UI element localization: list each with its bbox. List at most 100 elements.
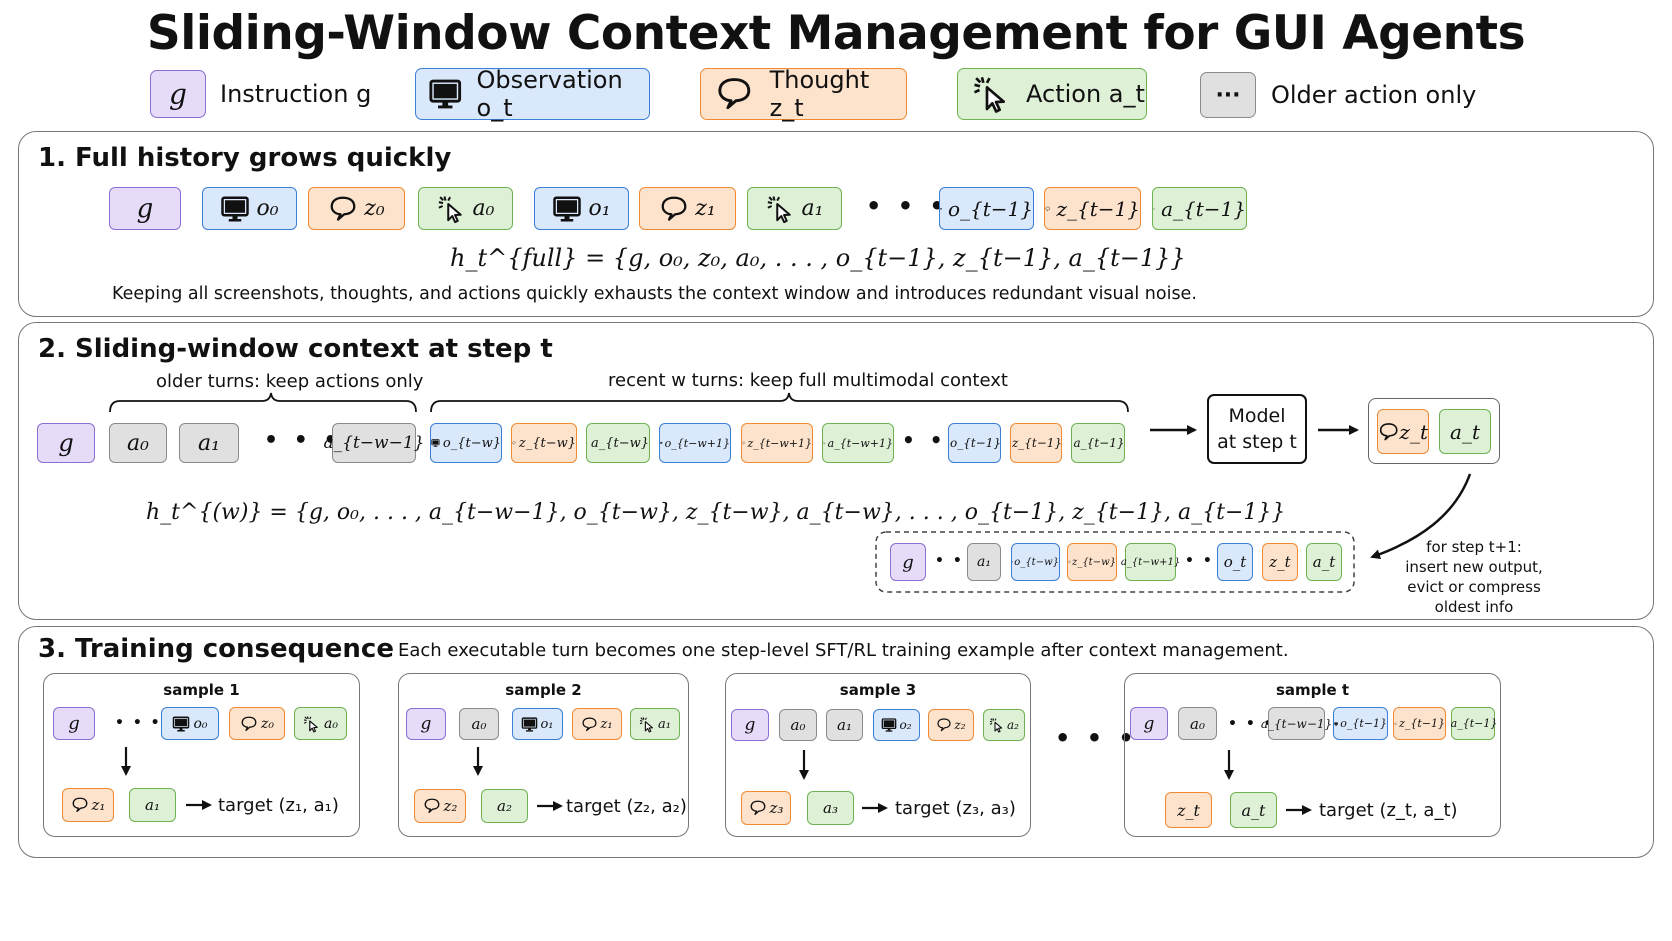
s3-1-o0: o₀ [161,707,219,740]
s3-2-target: target (z₂, a₂) [566,796,687,817]
next-token-a1: a₁ [967,543,1001,581]
s3-2-g: g [406,708,446,740]
thought-bubble-icon [1068,555,1071,569]
monitor-icon [881,717,897,733]
monitor-icon [431,433,440,453]
s3-t-zt-1: z_{t−1} [1393,707,1446,740]
thought-bubble-icon [71,796,89,814]
s3-t-out-z: z_t [1165,792,1212,828]
next-token-ot-w: o_{t−w} [1011,543,1060,581]
s3-caption: Each executable turn becomes one step-le… [398,640,1289,661]
s1-token-z1: z₁ [639,187,736,230]
s3-3-z2: z₂ [928,709,974,741]
legend-older-swatch: ··· [1200,72,1256,118]
s3-2-a0: a₀ [459,708,499,740]
s3-3-o2: o₂ [873,709,920,741]
legend-older-label: Older action only [1271,81,1477,109]
s1-token-z0: z₀ [308,187,405,230]
s1-ellipsis: • • • [866,192,949,220]
s3-1-z0: z₀ [229,707,285,740]
thought-bubble-icon [423,797,441,815]
s2-older-label: older turns: keep actions only [156,371,424,392]
sample-2-card: sample 2 [398,673,689,837]
s3-2-a1: a₁ [630,708,680,740]
sample-t-card: sample t [1124,673,1501,837]
s3-1-a0: a₀ [294,707,347,740]
s3-3-a0: a₀ [779,709,817,741]
s3-ellipsis: • • • [1055,724,1138,752]
section-sliding-window [18,322,1654,620]
monitor-icon [172,715,190,733]
s2-token-at-w1: a_{t−w+1} [822,423,894,463]
section1-title: 1. Full history grows quickly [38,143,452,173]
s2-token-zt-w: z_{t−w} [511,423,577,463]
s2-older-ellipsis: • • • [264,428,342,453]
monitor-icon [660,434,663,452]
sample-1-title: sample 1 [163,681,240,699]
sample-2-title: sample 2 [505,681,582,699]
s2-token-a0: a₀ [109,423,167,463]
s3-2-o1: o₁ [512,708,563,740]
monitor-icon [521,716,538,733]
s3-t-ellipsis: • • • [1228,716,1275,732]
s1-token-a0: a₀ [418,187,513,230]
thought-bubble-icon [749,799,767,817]
s3-1-ellipsis: • • • [115,715,162,731]
s3-2-out-a: a₂ [481,789,528,823]
thought-bubble-icon [240,715,258,733]
legend-thought-label: Thought z_t [769,66,870,122]
next-token-ot: o_t [1217,543,1253,581]
thought-bubble-icon [936,717,952,733]
s3-t-at-w-1: a_{t−w−1} [1261,707,1332,740]
s3-t-out-a: a_t [1230,792,1277,828]
legend-instruction-swatch: g [150,70,206,118]
s3-2-out-z: z₂ [414,789,466,823]
sample-t-title: sample t [1275,681,1350,699]
s2-token-at-1: a_{t−1} [1071,423,1125,463]
legend-action-swatch: Action a_t [957,68,1147,120]
s1-token-at-1: a_{t−1} [1152,187,1247,230]
s3-1-out-a: a₁ [129,788,176,822]
s2-recent-label: recent w turns: keep full multimodal con… [608,370,1008,391]
section2-title: 2. Sliding-window context at step t [38,334,553,364]
model-output-box [1368,398,1500,464]
s2-token-zt-1: z_{t−1} [1010,423,1062,463]
section3-title: 3. Training consequence [38,634,394,664]
s3-t-a0: a₀ [1178,707,1217,740]
s3-3-g: g [731,709,769,741]
cursor-click-icon [823,434,826,452]
next-token-zt-w: z_{t−w} [1067,543,1117,581]
s2-token-at-w: a_{t−w} [586,423,650,463]
next-token-at-w1: a_{t−w+1} [1121,543,1180,581]
cursor-click-icon [639,716,656,733]
cursor-click-icon [989,717,1005,733]
s2-token-at-w-1: a_{t−w−1} [324,423,424,463]
s1-caption: Keeping all screenshots, thoughts, and a… [112,284,1197,304]
monitor-icon [1012,555,1013,569]
legend-observation-swatch: Observation o_t [415,66,650,122]
s3-1-target: target (z₁, a₁) [218,795,339,816]
next-token-at: a_t [1306,543,1342,581]
thought-bubble-icon [1378,420,1399,444]
cursor-click-icon [303,715,321,733]
legend-instruction-label: Instruction g [220,80,372,108]
sample-3-card: sample 3 [725,673,1031,837]
thought-bubble-icon [742,434,745,452]
s3-t-ot-1: o_{t−1} [1333,707,1388,740]
s1-token-g: g [109,187,181,230]
s2-token-ot-w: o_{t−w} [430,423,502,463]
thought-bubble-icon [581,716,598,733]
section-training [18,626,1654,858]
s3-3-out-a: a₃ [807,791,854,825]
s3-t-g: g [1130,707,1168,740]
monitor-icon [1334,716,1338,732]
s1-token-o1: o₁ [534,187,629,230]
s1-token-o0: o₀ [202,187,297,230]
s2-token-zt-w1: z_{t−w+1} [741,423,813,463]
s2-token-g: g [37,423,95,463]
s2-token-a1: a₁ [179,423,239,463]
s1-token-ot-1: o_{t−1} [939,187,1034,230]
legend-observation-label: Observation o_t [476,66,623,122]
s3-3-a1: a₁ [826,709,863,741]
